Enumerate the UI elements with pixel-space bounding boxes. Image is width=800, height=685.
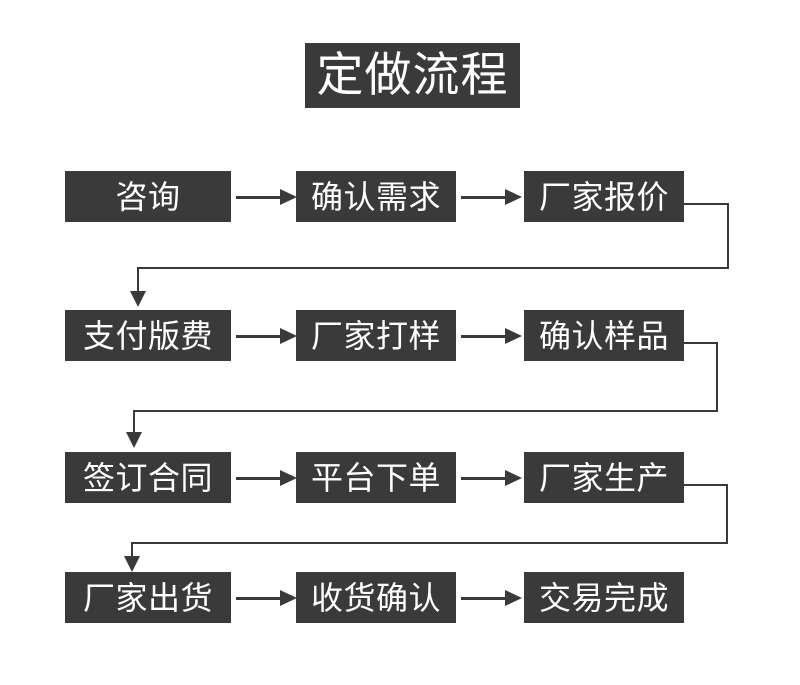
connector-r2-arrowhead	[126, 432, 142, 448]
connector-r3-arrowhead	[124, 556, 140, 572]
connector-r3-segment-drop	[131, 542, 133, 558]
flow-node-changjiadayang[interactable]: 厂家打样	[296, 310, 456, 361]
connector-r2-segment-left	[133, 410, 718, 412]
arrow-shaft	[236, 196, 284, 199]
arrow-head	[505, 470, 522, 486]
flow-node-querenxuqiu[interactable]: 确认需求	[296, 171, 456, 222]
connector-r3-segment-left	[131, 542, 728, 544]
flow-node-changjiabaojia[interactable]: 厂家报价	[524, 171, 684, 222]
connector-r1-segment-right	[684, 203, 729, 205]
connector-r3-segment-down	[726, 484, 728, 544]
arrow-right-icon-r2c1	[236, 324, 298, 348]
flow-node-jiaoyiwancheng[interactable]: 交易完成	[524, 572, 684, 623]
arrow-head	[280, 189, 297, 205]
arrow-head	[280, 470, 297, 486]
flow-node-zhifubanfei[interactable]: 支付版费	[65, 310, 231, 361]
connector-r1-arrowhead	[130, 291, 146, 307]
arrow-shaft	[236, 597, 284, 600]
connector-r2-segment-right	[684, 342, 718, 344]
connector-r2-segment-drop	[133, 410, 135, 434]
arrow-shaft	[236, 477, 284, 480]
arrow-right-icon-r4c2	[461, 586, 523, 610]
flow-node-changjiachuhuo[interactable]: 厂家出货	[65, 572, 231, 623]
arrow-right-icon-r1c2	[461, 185, 523, 209]
connector-r3-segment-right	[684, 484, 728, 486]
flow-node-zixun[interactable]: 咨询	[65, 171, 231, 222]
flow-node-pingtaixiadan[interactable]: 平台下单	[296, 452, 456, 503]
arrow-shaft	[461, 196, 509, 199]
connector-r2-segment-down	[716, 342, 718, 412]
arrow-right-icon-r3c1	[236, 466, 298, 490]
arrow-right-icon-r1c1	[236, 185, 298, 209]
diagram-title: 定做流程	[305, 43, 520, 108]
arrow-shaft	[236, 335, 284, 338]
arrow-shaft	[461, 335, 509, 338]
connector-r1-segment-down	[727, 203, 729, 269]
arrow-right-icon-r2c2	[461, 324, 523, 348]
flow-node-shouhuoqueren[interactable]: 收货确认	[296, 572, 456, 623]
flow-node-querenyangpin[interactable]: 确认样品	[524, 310, 684, 361]
flow-node-changjiashengchan[interactable]: 厂家生产	[524, 452, 684, 503]
arrow-head	[280, 328, 297, 344]
arrow-shaft	[461, 597, 509, 600]
flow-node-qiandinghetong[interactable]: 签订合同	[65, 452, 231, 503]
arrow-head	[505, 189, 522, 205]
arrow-head	[505, 590, 522, 606]
arrow-right-icon-r4c1	[236, 586, 298, 610]
arrow-right-icon-r3c2	[461, 466, 523, 490]
arrow-head	[505, 328, 522, 344]
connector-r1-segment-drop	[137, 267, 139, 293]
connector-r1-segment-left	[137, 267, 729, 269]
arrow-shaft	[461, 477, 509, 480]
arrow-head	[280, 590, 297, 606]
